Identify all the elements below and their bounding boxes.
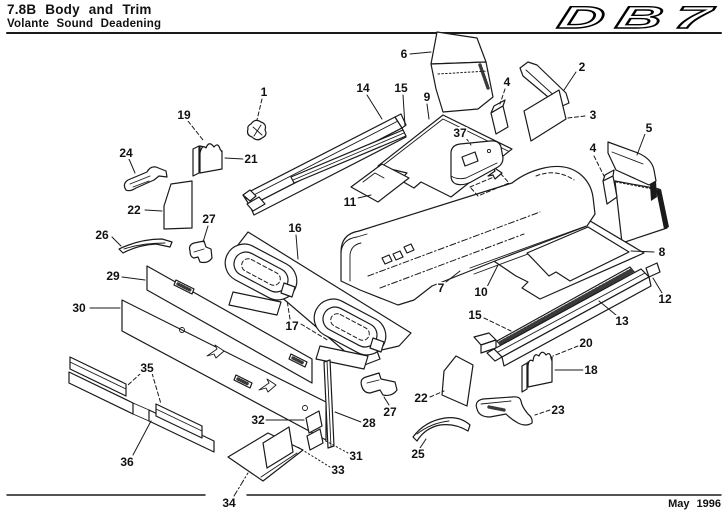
part-29 [146,265,313,384]
callout-33: 33 [330,463,346,477]
part-13 [486,268,652,367]
callout-30: 30 [71,301,87,315]
part-4-left [490,99,509,135]
callout-37: 37 [452,126,468,140]
db7-logo: DB7 [553,0,728,36]
callout-19: 19 [176,108,192,122]
part-26 [118,238,173,254]
svg-text:DB7: DB7 [554,0,727,35]
part-19 [199,143,223,154]
callout-8: 8 [657,245,667,259]
callout-17: 17 [284,319,300,333]
callout-15: 15 [393,81,409,95]
page-subtitle: Volante Sound Deadening [7,18,162,30]
callout-16: 16 [287,221,303,235]
part-1 [246,119,267,141]
callout-23: 23 [550,403,566,417]
part-33 [262,426,294,469]
part-16 [224,231,412,370]
callout-27: 27 [201,212,217,226]
callout-4: 4 [502,75,512,89]
callout-10: 10 [473,285,489,299]
part-28 [323,359,335,449]
part-17-tab-front [280,282,296,298]
callout-18: 18 [583,363,599,377]
revision-date: May 1996 [668,498,721,510]
callout-7: 7 [436,281,446,295]
part-37 [450,140,510,197]
part-12 [645,262,661,278]
callout-36: 36 [119,455,135,469]
callout-4: 4 [588,141,598,155]
part-15-upper [290,129,407,184]
callout-9: 9 [422,90,432,104]
part-27-lower [360,372,398,397]
part-24 [123,166,168,192]
part-27-upper [188,240,213,264]
callout-6: 6 [399,47,409,61]
part-11 [350,163,410,203]
callout-29: 29 [105,269,121,283]
callout-27: 27 [382,405,398,419]
callout-28: 28 [361,416,377,430]
callout-25: 25 [410,447,426,461]
part-25 [412,417,471,442]
part-6 [430,31,494,113]
callout-22: 22 [126,203,142,217]
callout-14: 14 [355,81,371,95]
callout-12: 12 [657,292,673,306]
part-4-right [602,169,618,205]
part-3 [523,89,567,142]
callout-11: 11 [342,195,358,209]
part-32 [305,410,323,434]
callout-34: 34 [221,496,237,510]
leader-lines [89,51,663,497]
callout-35: 35 [139,361,155,375]
callout-31: 31 [348,449,364,463]
callout-2: 2 [577,60,587,74]
page-title: 7.8B Body and Trim [7,2,152,17]
callout-32: 32 [250,413,266,427]
part-8 [526,226,630,282]
callout-22: 22 [413,391,429,405]
part-20 [527,351,553,369]
callout-21: 21 [243,152,259,166]
callout-1: 1 [259,85,269,99]
part-30 [121,299,327,441]
callout-26: 26 [94,228,110,242]
callout-5: 5 [644,121,654,135]
part-23 [475,396,533,426]
callout-24: 24 [118,146,134,160]
part-35 [69,356,203,439]
callout-3: 3 [588,108,598,122]
part-5 [607,141,669,244]
callout-15: 15 [467,308,483,322]
arrow-marker [487,166,503,180]
callout-13: 13 [614,314,630,328]
part-7 [340,165,596,306]
arrow-marker [258,378,277,393]
callout-20: 20 [578,336,594,350]
part-17-tab-rear [369,337,385,353]
arrow-marker [206,344,225,359]
part-22-right [441,355,474,407]
part-22-left [163,180,193,230]
part-31 [306,428,324,451]
